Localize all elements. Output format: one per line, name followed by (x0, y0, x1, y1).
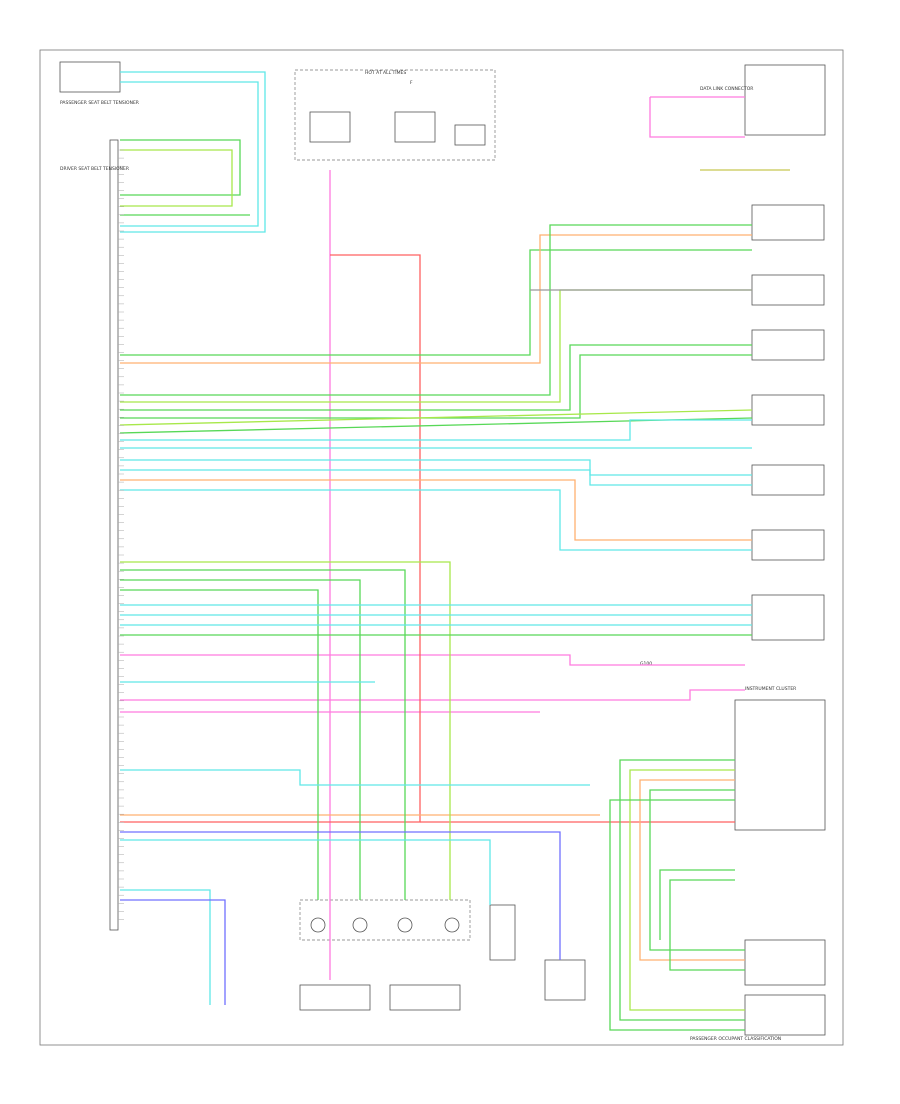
connector-circle-2 (352, 917, 368, 933)
wire-lime-1 (120, 289, 752, 403)
wire-cyan-4 (120, 469, 752, 486)
wire-green-8 (120, 589, 319, 900)
passenger-occupant-label: PASSENGER OCCUPANT CLASSIFICATION (690, 1036, 781, 1042)
sensor-box-1 (751, 204, 825, 241)
wire-red-1 (120, 254, 421, 823)
occupant-box-2 (744, 994, 826, 1036)
wire-green-14 (669, 879, 745, 971)
passenger-seatbelt-box (59, 61, 121, 93)
diag-connector-label: DATA LINK CONNECTOR (700, 86, 753, 92)
wire-lime-3 (120, 561, 451, 900)
sensor-box-4 (751, 394, 825, 426)
bottom-box-4 (544, 959, 586, 1001)
wire-green-7 (120, 579, 361, 900)
fuse-2 (394, 111, 436, 143)
bottom-box-2 (389, 984, 461, 1011)
wire-lime-4 (629, 769, 745, 1011)
wire-cyan-5 (120, 489, 752, 551)
wire-pink-1 (120, 654, 745, 666)
wire-green-13 (659, 869, 735, 940)
wire-lime-2 (119, 409, 753, 426)
fuse-3 (454, 124, 486, 146)
wire-orange-2 (120, 234, 752, 364)
wire-cyan-11 (120, 839, 491, 905)
wire-blue-1 (120, 831, 561, 960)
restraint-module-connector (109, 139, 119, 931)
data-link-connector-box (744, 64, 826, 136)
wires (119, 71, 790, 1031)
connector-circle-4 (444, 917, 460, 933)
diagram-frame (39, 49, 844, 1046)
wire-green-1 (120, 249, 752, 356)
ground-label: G100 (640, 661, 652, 667)
wire-green-10 (619, 759, 745, 1021)
fuse-label: F (410, 80, 413, 86)
wire-green-3 (120, 344, 752, 411)
instrument-cluster-box (734, 699, 826, 831)
sensor-box-2 (751, 274, 825, 306)
sensor-box-3 (751, 329, 825, 361)
wire-orange-3 (120, 479, 752, 541)
wire-green-12 (609, 799, 745, 1031)
airbag-connector-block (299, 899, 471, 941)
wire-drv-sb-2 (120, 149, 233, 207)
sensor-box-5 (751, 464, 825, 496)
sensor-box-6 (751, 529, 825, 561)
sensor-box-7 (751, 594, 825, 641)
wire-green-11 (649, 789, 745, 951)
wire-pink-4 (649, 97, 745, 138)
wire-pass-sb-1 (120, 71, 266, 233)
wire-green-6 (120, 569, 406, 900)
driver-seatbelt-label: DRIVER SEAT BELT TENSIONER (60, 166, 129, 172)
bottom-box-1 (299, 984, 371, 1011)
connector-circle-1 (310, 917, 326, 933)
fuse-box (294, 69, 496, 161)
passenger-seatbelt-label: PASSENGER SEAT BELT TENSIONER (60, 100, 139, 106)
wire-blue-2 (120, 899, 226, 1005)
wire-pink-2 (120, 689, 745, 701)
hot-at-all-times-label: HOT AT ALL TIMES (365, 70, 406, 76)
wire-pass-sb-2 (120, 81, 259, 227)
bottom-box-3 (489, 904, 516, 961)
module-pins (118, 149, 124, 920)
wire-drv-sb-1 (120, 139, 241, 196)
wire-cyan-12 (120, 889, 211, 1005)
wire-orange-4 (639, 779, 745, 961)
wire-cyan-3 (120, 459, 752, 476)
occupant-box-1 (744, 939, 826, 986)
wire-cyan-1 (120, 419, 752, 441)
wire-green-4 (120, 354, 752, 419)
wire-green-2 (120, 224, 752, 396)
connector-circle-3 (397, 917, 413, 933)
fuse-1 (309, 111, 351, 143)
wire-cyan-10 (120, 769, 590, 786)
instrument-cluster-label: INSTRUMENT CLUSTER (745, 686, 796, 692)
